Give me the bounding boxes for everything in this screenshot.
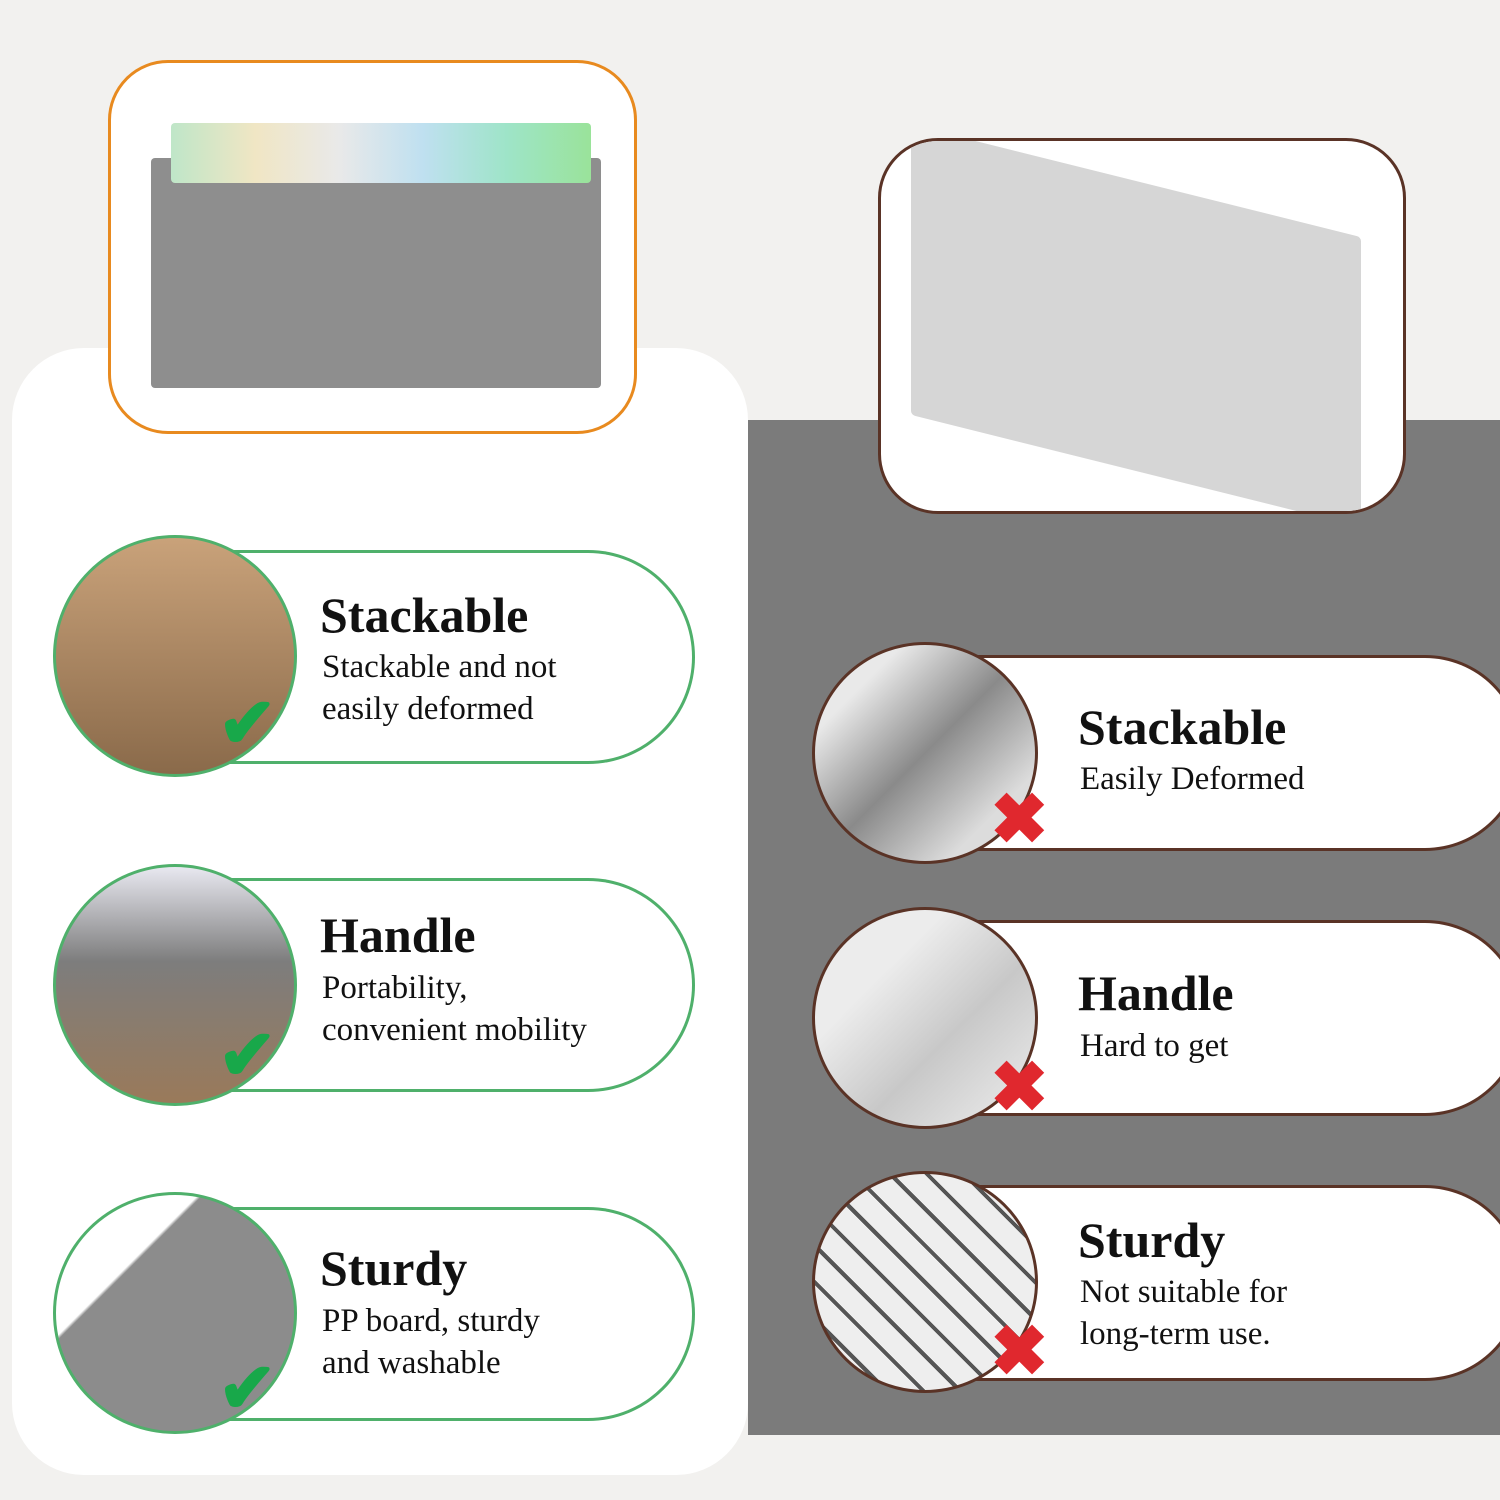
drawback-pill-stackable <box>960 655 1500 851</box>
feature-title: Stackable <box>320 587 529 643</box>
drawback-desc: Easily Deformed <box>1080 761 1305 797</box>
feature-title: Handle <box>320 907 476 963</box>
drawback-pill-sturdy <box>960 1185 1500 1381</box>
handle-mesh-photo <box>812 907 1038 1129</box>
fabric-box-product-image <box>108 60 637 434</box>
stackable-mesh-photo <box>812 642 1038 864</box>
mesh-organizer-product-image <box>878 138 1406 514</box>
drawback-desc: Hard to get <box>1080 1028 1229 1064</box>
cross-icon: ✖ <box>990 1314 1049 1391</box>
sturdy-photo <box>53 1192 297 1434</box>
feature-pill-stackable <box>230 550 695 764</box>
drawback-title: Stackable <box>1078 699 1287 755</box>
stackable-photo <box>53 535 297 777</box>
feature-desc: Portability,convenient mobility <box>322 970 587 1048</box>
folded-clothes <box>171 123 591 183</box>
fabric-box <box>151 158 601 388</box>
cross-icon: ✖ <box>990 1050 1049 1127</box>
check-icon: ✔ <box>218 686 277 763</box>
check-icon: ✔ <box>218 1018 277 1095</box>
drawback-title: Handle <box>1078 965 1234 1021</box>
drawback-title: Sturdy <box>1078 1212 1226 1268</box>
drawback-pill-handle <box>960 920 1500 1116</box>
feature-title: Sturdy <box>320 1240 468 1296</box>
feature-pill-sturdy <box>230 1207 695 1421</box>
cross-icon: ✖ <box>990 782 1049 859</box>
mesh-organizer <box>911 141 1361 511</box>
feature-pill-handle <box>230 878 695 1092</box>
sturdy-mesh-photo <box>812 1171 1038 1393</box>
handle-photo <box>53 864 297 1106</box>
check-icon: ✔ <box>218 1351 277 1428</box>
